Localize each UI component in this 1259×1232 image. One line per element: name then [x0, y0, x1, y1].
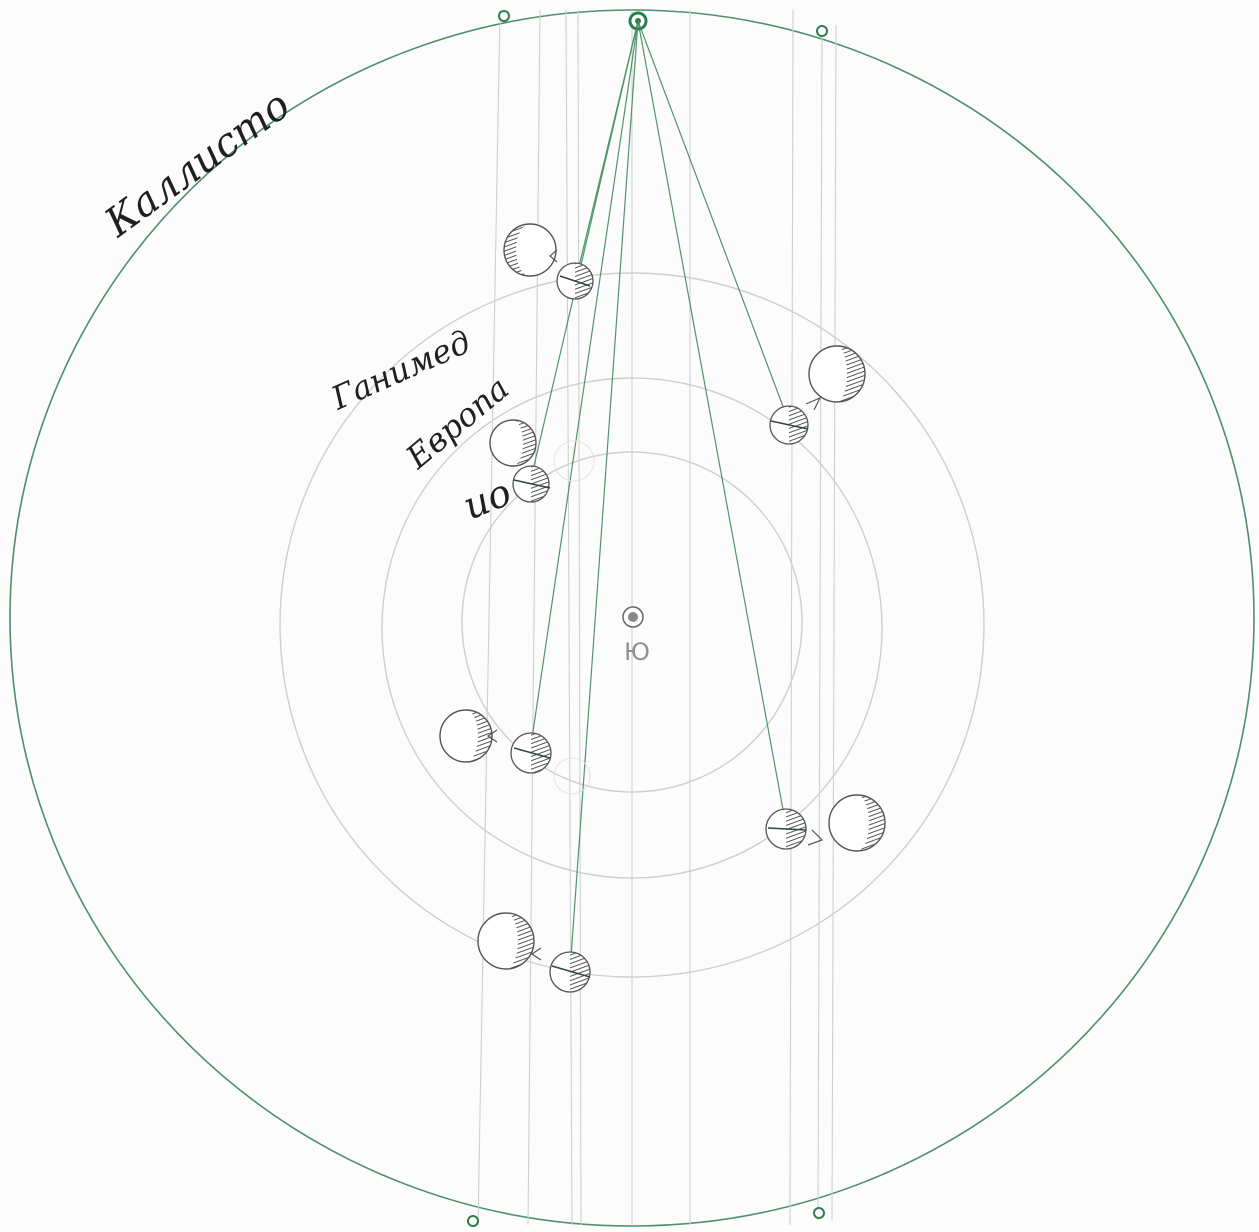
moon-phase-icon — [477, 912, 591, 993]
moon-phase-icon — [439, 709, 552, 774]
sight-lines — [529, 20, 791, 972]
jupiter-icon — [622, 606, 644, 628]
callisto-marker-icon — [467, 10, 828, 1227]
io-label: ио — [457, 470, 517, 529]
moon-phase-icon — [769, 345, 866, 445]
projection-lines — [477, 9, 837, 1226]
jupiter-label: Ю — [624, 638, 650, 666]
callisto-label: Каллисто — [96, 82, 299, 247]
moon-phase-icon — [489, 419, 551, 503]
moon-phase-icon — [503, 223, 594, 300]
moon-phase-icon — [765, 794, 886, 852]
